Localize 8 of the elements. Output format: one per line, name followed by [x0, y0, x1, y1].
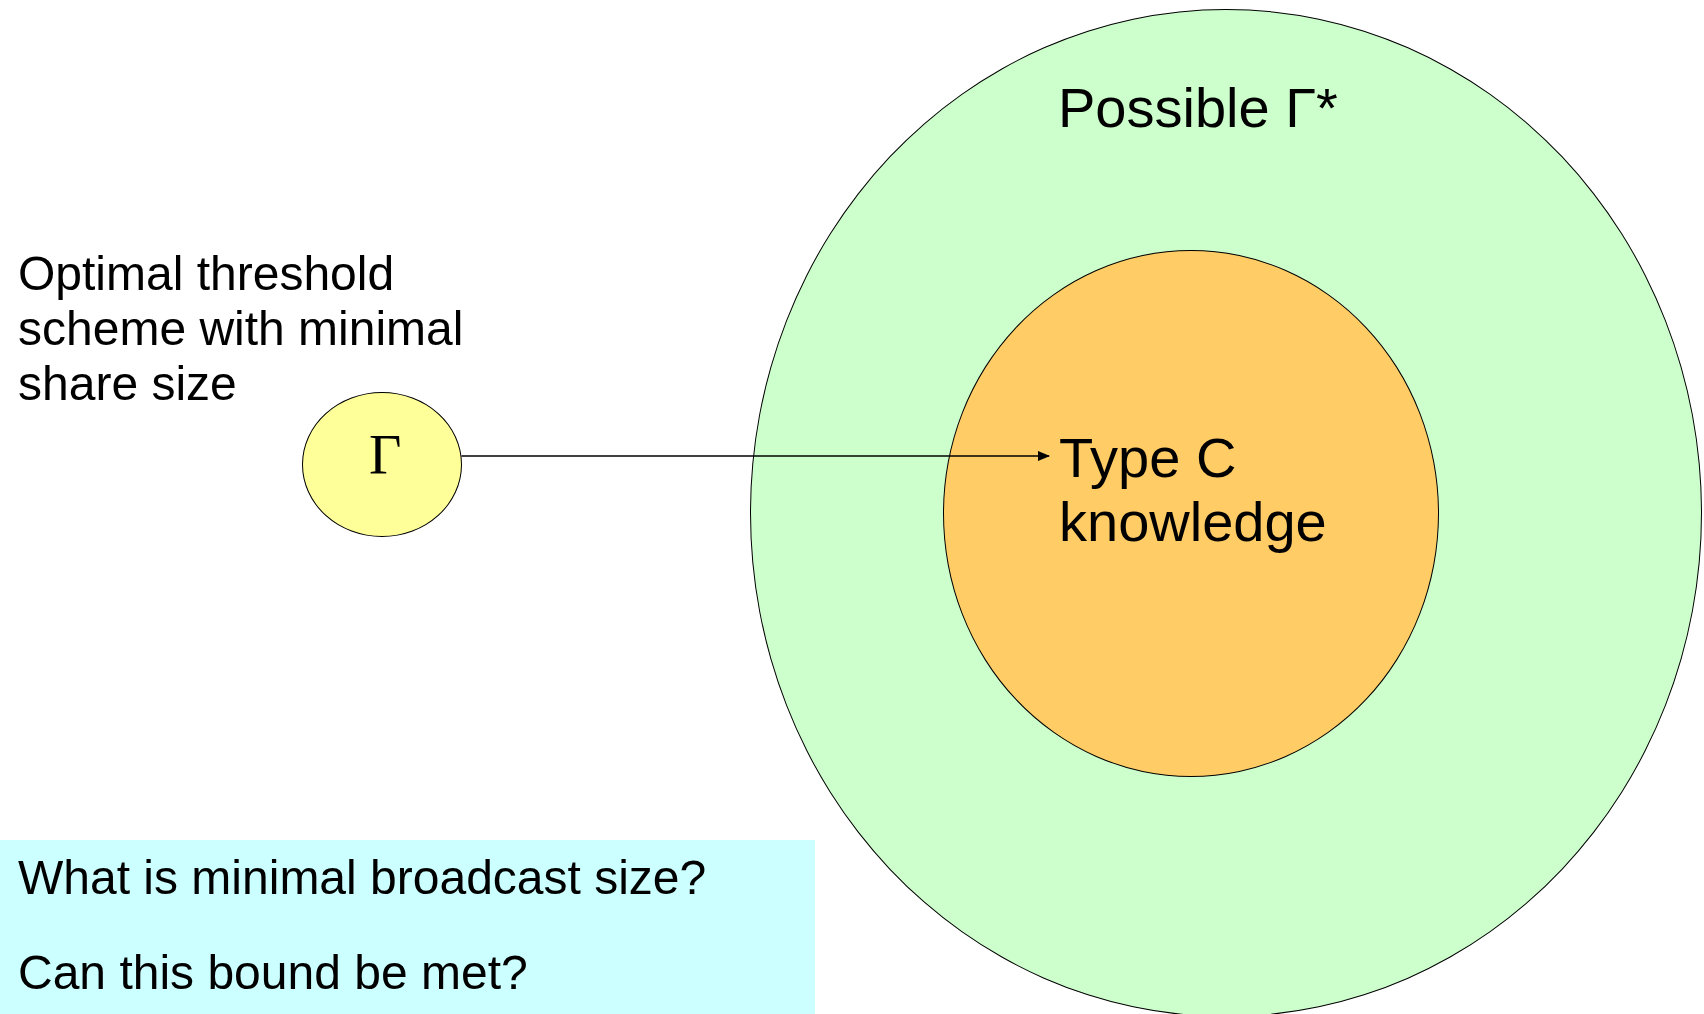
- arrow: [460, 451, 1050, 461]
- question-text: Can this bound be met?: [18, 945, 529, 1001]
- caption-text: Optimal threshold scheme with minimal share size: [18, 246, 465, 412]
- question-panel: [0, 840, 815, 1014]
- question-text: What is minimal broadcast size?: [18, 850, 708, 906]
- node-label: Γ: [369, 423, 403, 488]
- node-label: Type C knowledge: [1059, 426, 1328, 555]
- node-label: Possible Γ*: [1058, 76, 1339, 141]
